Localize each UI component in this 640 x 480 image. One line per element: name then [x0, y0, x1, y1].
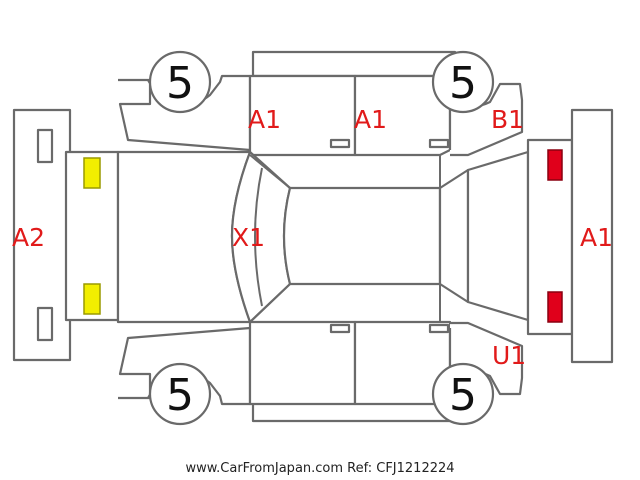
code-left-rear-quarter: B1	[491, 105, 524, 134]
code-hood: X1	[232, 223, 265, 252]
trunk-lid	[466, 150, 530, 322]
right-side-panels	[118, 320, 524, 423]
right-front-door	[248, 320, 357, 406]
roof	[282, 186, 442, 286]
tire-front-left: 5	[148, 50, 212, 114]
left-side-panels	[118, 50, 524, 157]
headlight-left-icon	[83, 157, 101, 189]
body-top-view	[116, 150, 530, 324]
watermark-text: www.CarFromJapan.com Ref: CFJ1212224	[185, 461, 454, 476]
tire-front-right: 5	[148, 362, 212, 426]
tire-rear-right-tread: 5	[449, 370, 477, 421]
taillight-left-icon	[547, 149, 563, 181]
rear-bumper-group	[526, 108, 614, 364]
right-front-handle	[329, 323, 351, 334]
left-front-handle	[329, 138, 351, 149]
right-rear-handle	[428, 323, 450, 334]
code-rear-bumper: A1	[580, 223, 613, 252]
rear-window	[438, 168, 470, 304]
tire-rear-left-tread: 5	[449, 58, 477, 109]
front-bumper-group	[12, 108, 120, 362]
taillight-right-icon	[547, 291, 563, 323]
rear-bumper	[570, 108, 614, 364]
left-roof-rail	[251, 50, 457, 78]
a-pillar-left	[249, 154, 291, 189]
windshield-inner-line	[254, 167, 263, 307]
tire-front-left-tread: 5	[166, 58, 194, 109]
headlight-right-icon	[83, 283, 101, 315]
code-rear-left-door: A1	[354, 105, 387, 134]
code-front-left-door: A1	[248, 105, 281, 134]
code-front-bumper: A2	[12, 223, 45, 252]
code-right-rear-quarter: U1	[492, 341, 526, 370]
front-bumper-tab-top	[36, 128, 54, 164]
hood	[116, 150, 252, 324]
left-rear-handle	[428, 138, 450, 149]
tire-front-right-tread: 5	[166, 370, 194, 421]
a-pillar-right	[249, 283, 291, 323]
front-bumper-tab-bottom	[36, 306, 54, 342]
tire-rear-right: 5	[431, 362, 495, 426]
tire-rear-left: 5	[431, 50, 495, 114]
